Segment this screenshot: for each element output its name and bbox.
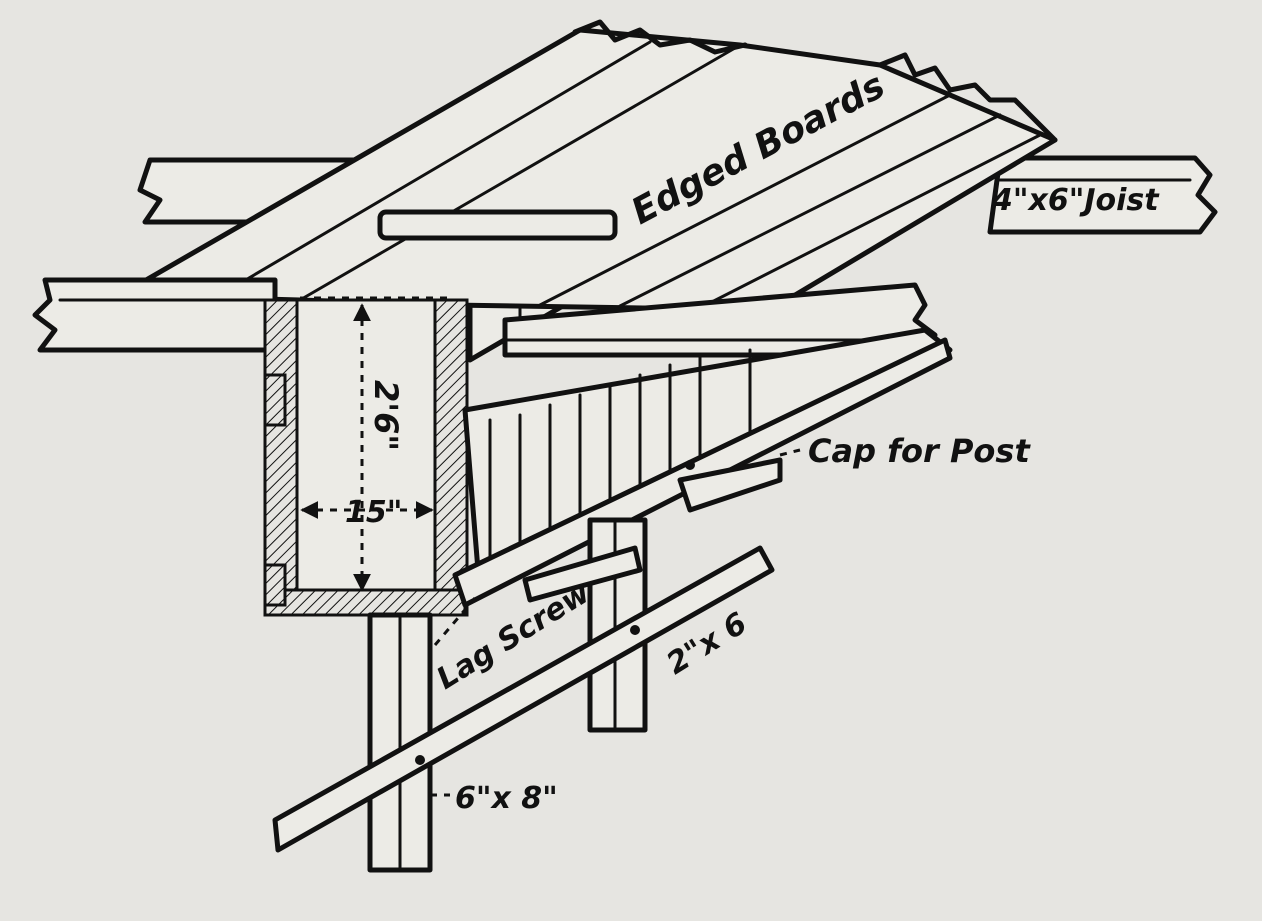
beam-cross-section — [263, 298, 469, 617]
lag-screw-leader — [433, 597, 477, 646]
label-height-dim: 2'6" — [367, 380, 405, 451]
edged-boards-deck — [117, 19, 1058, 313]
post-cap — [522, 457, 783, 603]
post-left — [367, 612, 433, 873]
label-width-dim: 15" — [345, 495, 402, 530]
label-post: 6"x 8" — [455, 781, 558, 816]
joist-back-right — [987, 155, 1218, 235]
top-cap-board — [377, 209, 618, 241]
beam-side-near — [452, 327, 953, 608]
brace-2x6 — [272, 545, 775, 853]
label-cap-for-post: Cap for Post — [808, 432, 1031, 470]
joist-near-left — [32, 277, 278, 353]
cap-leader — [779, 448, 801, 457]
label-joist: 4"x6"Joist — [991, 183, 1160, 218]
